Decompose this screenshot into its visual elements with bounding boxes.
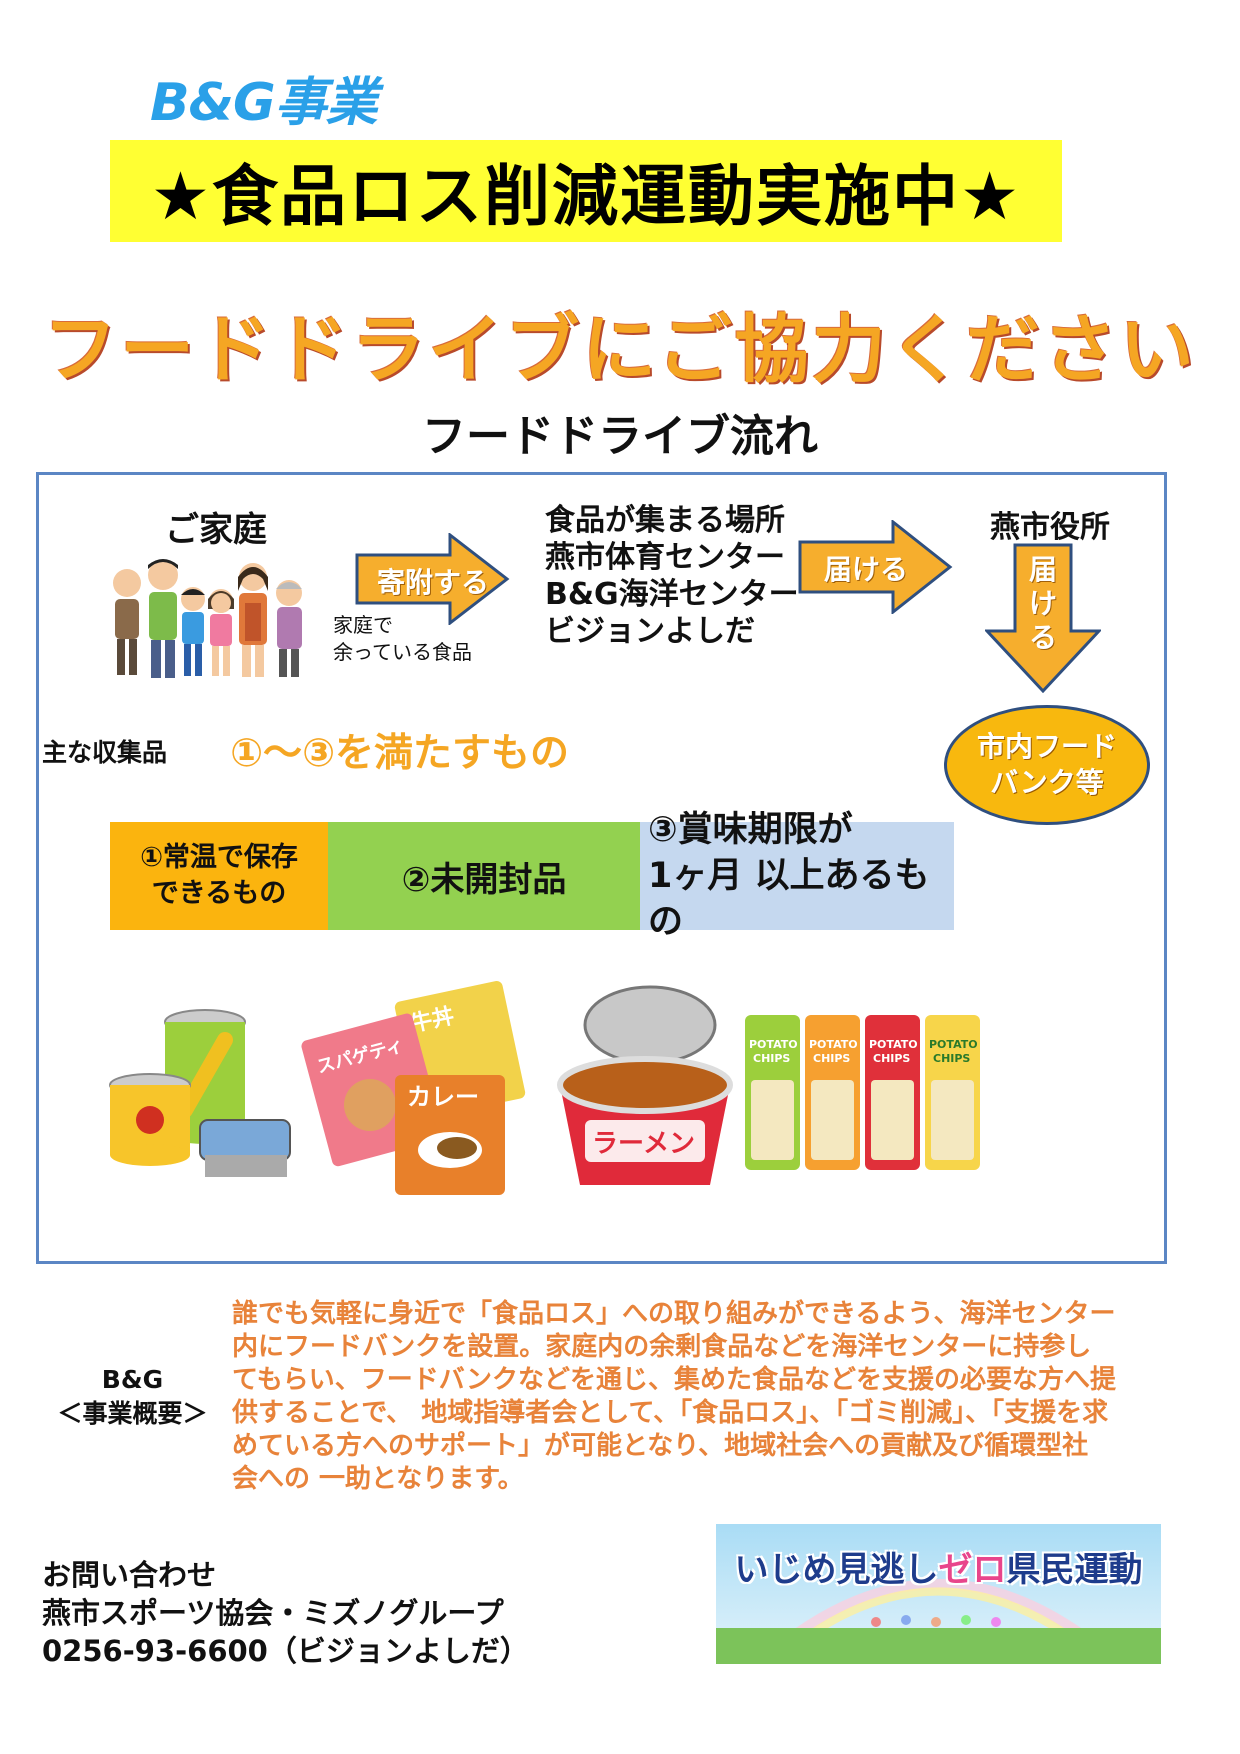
flow-title: フードドライブ流れ [422, 411, 818, 462]
summary-text: 誰でも気軽に身近で「食品ロス」への取り組みができるよう、海洋センター 内にフード… [232, 1298, 1150, 1496]
retort-pouch-icon: 牛丼 スパゲティ カレー [301, 980, 526, 1195]
condition-3: ③賞味期限が 1ヶ月 以上あるもの [640, 810, 954, 942]
donate-arrow-label: 寄附する [377, 566, 490, 599]
campaign-highlight: ゼロ [938, 1550, 1007, 1590]
campaign-text-part: 県民運動 [1006, 1550, 1143, 1590]
chips-label: CHIPS [873, 1052, 910, 1065]
deliver-arrow-label: 届ける [824, 553, 909, 586]
place-item: B&G海洋センター [545, 577, 799, 612]
summary-label-line: ＜事業概要＞ [57, 1399, 208, 1428]
city-hall-label: 燕市役所 [990, 510, 1110, 545]
collection-places: 食品が集まる場所 燕市体育センター B&G海洋センター ビジョンよしだ [545, 502, 799, 650]
condition-row: ①常温で保存 できるもの ②未開封品 ③賞味期限が 1ヶ月 以上あるもの [110, 810, 954, 942]
summary-line: てもらい、フードバンクなどを通じ、集めた食品などを支援の必要な方へ提 [232, 1365, 1117, 1395]
condition-1: ①常温で保存 できるもの [110, 822, 328, 930]
place-item: ビジョンよしだ [545, 614, 755, 649]
summary-label: B&G ＜事業概要＞ [40, 1363, 225, 1431]
home-label: ご家庭 [165, 510, 267, 550]
flow-box [36, 472, 1167, 1264]
program-title: B&G事業 [150, 73, 378, 133]
deliver-down-arrow: 届 け る [985, 543, 1101, 693]
ramen-label: ラーメン [592, 1129, 695, 1159]
summary-label-line: B&G [101, 1365, 164, 1394]
place-item: 燕市体育センター [545, 540, 785, 575]
chips-label: CHIPS [753, 1052, 790, 1065]
home-note-line: 家庭で [333, 613, 393, 637]
main-banner: ★食品ロス削減運動実施中★ [110, 140, 1062, 242]
potato-chips-icon: POTATO CHIPS POTATO CHIPS POTATO CHIPS P… [745, 1015, 980, 1170]
cup-ramen-icon: ラーメン [557, 985, 733, 1185]
deliver-down-label: 届 け る [1027, 553, 1059, 655]
campaign-banner: いじめ見逃しゼロ県民運動 [716, 1524, 1161, 1664]
foodbank-line: 市内フード [976, 730, 1117, 763]
condition-2: ②未開封品 [328, 822, 640, 930]
places-heading: 食品が集まる場所 [545, 503, 785, 538]
campaign-text: いじめ見逃しゼロ県民運動 [716, 1542, 1161, 1591]
campaign-text-part: いじめ見逃し [734, 1550, 939, 1590]
home-note: 家庭で 余っている食品 [333, 612, 472, 666]
contact-org: 燕市スポーツ協会・ミズノグループ [42, 1596, 504, 1630]
summary-line: 誰でも気軽に身近で「食品ロス」への取り組みができるよう、海洋センター [232, 1299, 1116, 1329]
condition-3-line: 1ヶ月 以上あるもの [648, 856, 930, 942]
food-illustration: 牛丼 スパゲティ カレー ラーメン POTATO [105, 980, 1005, 1204]
donate-arrow: 寄附する [355, 533, 510, 625]
condition-1-line: できるもの [151, 878, 287, 909]
collection-condition: ①～③を満たすもの [230, 731, 570, 776]
summary-line: めている方へのサポート」が可能となり、地域社会への貢献及び循環型社 [232, 1431, 1089, 1461]
chips-label: POTATO [929, 1038, 978, 1051]
family-illustration [105, 555, 315, 684]
condition-3-line: ③賞味期限が [648, 810, 853, 850]
deliver-down-char: け [1028, 587, 1057, 620]
summary-line: 会への 一助となります。 [232, 1464, 524, 1494]
canned-food-icon [109, 1009, 291, 1177]
collection-label: 主な収集品 [42, 738, 168, 767]
deliver-down-char: る [1028, 621, 1057, 654]
contact-phone: 0256-93-6600（ビジョンよしだ） [42, 1634, 529, 1668]
condition-1-line: ①常温で保存 [140, 842, 298, 873]
deliver-down-char: 届 [1028, 553, 1057, 586]
chips-label: CHIPS [813, 1052, 850, 1065]
chips-label: POTATO [869, 1038, 918, 1051]
main-banner-text: ★食品ロス削減運動実施中★ [150, 158, 1022, 235]
summary-line: 供することで、 地域指導者会として、「食品ロス」、「ゴミ削減」、「支援を求 [232, 1398, 1109, 1428]
chips-label: POTATO [749, 1038, 798, 1051]
foodbank-oval: 市内フード バンク等 [944, 705, 1150, 825]
condition-2-line: ②未開封品 [401, 859, 567, 900]
deliver-arrow: 届ける [798, 520, 953, 614]
request-heading: フードドライブにご協力ください [43, 307, 1197, 393]
curry-label: カレー [407, 1083, 479, 1111]
home-note-line: 余っている食品 [333, 640, 472, 664]
chips-label: POTATO [809, 1038, 858, 1051]
foodbank-line: バンク等 [990, 766, 1104, 799]
contact-heading: お問い合わせ [42, 1558, 217, 1592]
chips-label: CHIPS [933, 1052, 970, 1065]
summary-line: 内にフードバンクを設置。家庭内の余剰食品などを海洋センターに持参し [232, 1332, 1092, 1362]
contact-info: お問い合わせ 燕市スポーツ協会・ミズノグループ 0256-93-6600（ビジョ… [42, 1556, 529, 1670]
